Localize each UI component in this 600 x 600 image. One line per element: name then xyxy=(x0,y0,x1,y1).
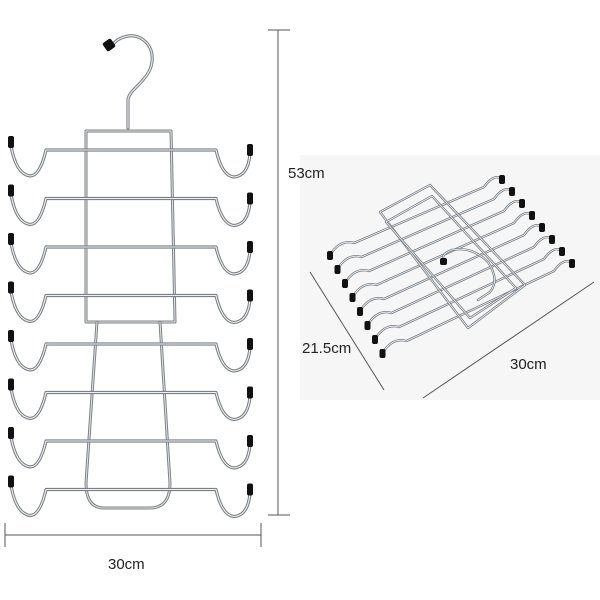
folded-tip-cap xyxy=(569,259,575,268)
hanger-bar xyxy=(8,427,253,470)
folded-bar xyxy=(334,187,515,274)
hanger-bar xyxy=(8,378,253,422)
folded-width-dimension-line xyxy=(422,281,595,399)
bar-tip-cap xyxy=(247,241,253,253)
bar-tip-cap xyxy=(8,330,14,342)
folded-hook xyxy=(441,248,496,302)
bar-tip-cap xyxy=(8,427,14,439)
bar-tip-cap xyxy=(8,184,14,197)
hanger-bars xyxy=(8,136,253,519)
bar-tip-cap xyxy=(247,338,253,350)
bar-tip-cap xyxy=(247,289,253,302)
folded-tip-cap xyxy=(327,251,333,260)
width-label: 30cm xyxy=(108,556,145,573)
folded-hook-cap xyxy=(440,258,447,265)
folded-tip-cap xyxy=(559,247,565,256)
folded-view-panel xyxy=(300,155,600,400)
folded-tip-cap xyxy=(364,321,371,330)
folded-tip-cap xyxy=(529,211,535,220)
folded-frame-inner xyxy=(384,194,518,320)
hanger-frame xyxy=(84,129,177,510)
front-dimension-lines xyxy=(4,29,290,547)
folded-bar xyxy=(342,199,525,288)
front-hanger xyxy=(8,34,253,519)
hook-tip-cap xyxy=(102,38,116,52)
hanger-bar xyxy=(8,330,253,373)
folded-dimension-lines xyxy=(309,271,595,399)
folded-bar xyxy=(327,175,505,260)
folded-bar xyxy=(372,247,565,344)
folded-tip-cap xyxy=(539,223,545,232)
bar-tip-cap xyxy=(247,483,253,496)
hanger-bar xyxy=(8,136,253,179)
hanger-hook xyxy=(102,34,154,130)
bar-tip-cap xyxy=(8,281,14,294)
folded-tip-cap xyxy=(357,307,363,316)
folded-tip-cap xyxy=(519,199,525,208)
folded-depth-label: 21.5cm xyxy=(302,340,352,357)
folded-hanger xyxy=(327,175,575,358)
folded-tip-cap xyxy=(349,293,356,302)
bar-tip-cap xyxy=(8,475,14,488)
bar-tip-cap xyxy=(247,386,253,399)
folded-frame xyxy=(378,183,527,330)
bar-tip-cap xyxy=(8,233,14,245)
folded-width-label: 30cm xyxy=(510,356,547,373)
hanger-bar xyxy=(8,233,253,276)
hanger-bar xyxy=(8,184,253,228)
folded-bar xyxy=(364,235,555,330)
hanger-bar xyxy=(8,281,253,325)
folded-tip-cap xyxy=(549,235,555,244)
depth-dimension-line xyxy=(309,271,385,391)
height-label: 53cm xyxy=(288,165,325,182)
bar-tip-cap xyxy=(247,435,253,447)
folded-tip-cap xyxy=(342,279,348,288)
bar-tip-cap xyxy=(247,144,253,156)
bar-tip-cap xyxy=(8,136,14,148)
folded-tip-cap xyxy=(334,265,341,274)
hanger-bar xyxy=(8,475,253,519)
bar-tip-cap xyxy=(247,192,253,205)
folded-tip-cap xyxy=(379,349,386,358)
bar-tip-cap xyxy=(8,378,14,391)
folded-tip-cap xyxy=(499,175,505,184)
folded-bar xyxy=(379,259,575,358)
folded-tip-cap xyxy=(509,187,515,196)
folded-tip-cap xyxy=(372,335,378,344)
folded-bar xyxy=(357,223,545,316)
